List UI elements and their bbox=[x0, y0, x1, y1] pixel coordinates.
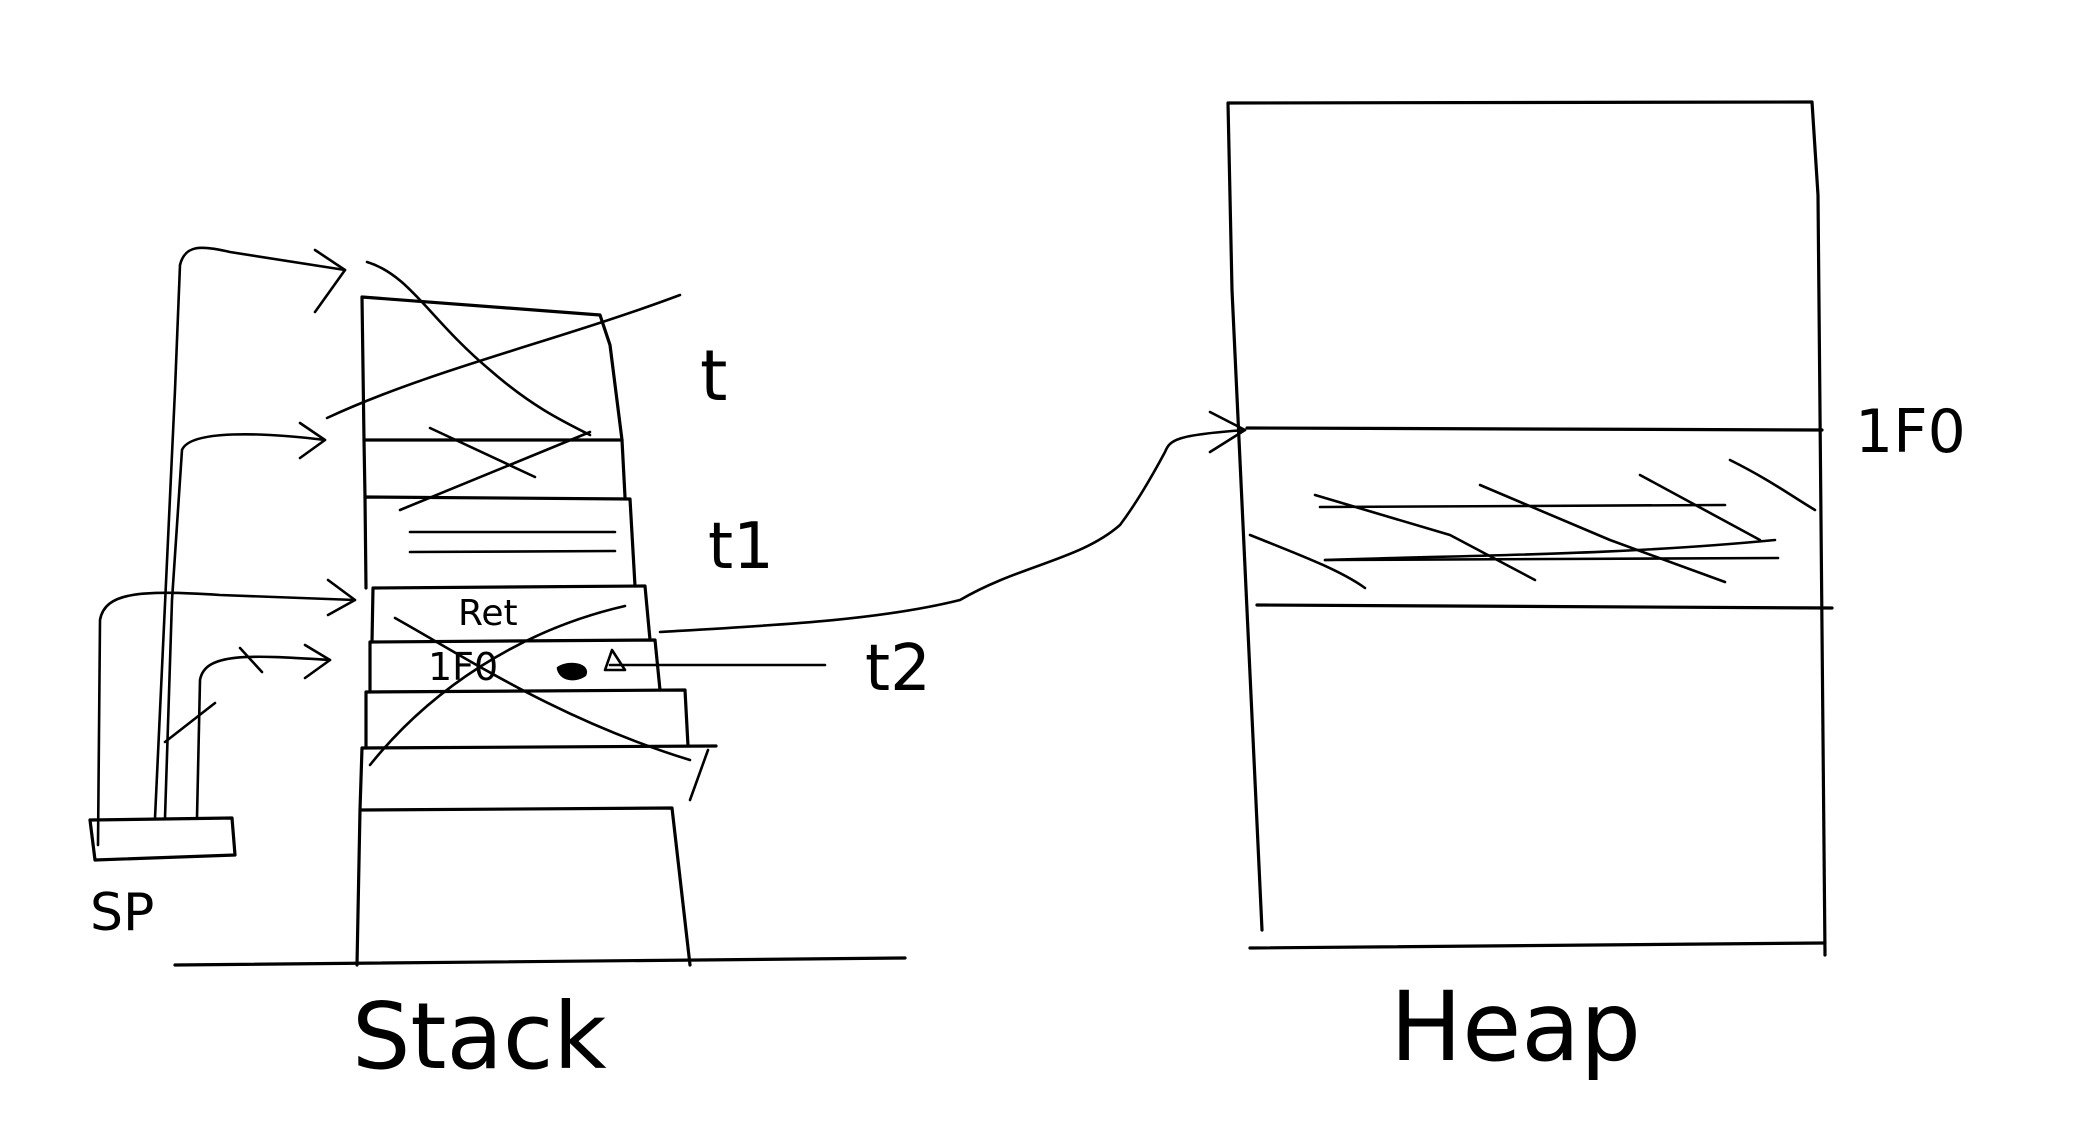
stack-strike bbox=[688, 748, 710, 802]
heap-block-bottom bbox=[1255, 603, 1834, 610]
heap-address-label: 1F0 bbox=[1855, 397, 1966, 467]
stack-block-line bbox=[363, 495, 637, 590]
sp-label: SP bbox=[90, 883, 154, 943]
stack-pointer-dot bbox=[556, 662, 588, 681]
stack-return-label: Ret bbox=[458, 593, 518, 634]
stack-strike bbox=[325, 293, 682, 420]
sp-arrow bbox=[96, 591, 357, 847]
sp-arrow-strike bbox=[163, 701, 217, 744]
stack: Ret 1F0 t t1 t2 Stack bbox=[173, 260, 1247, 1090]
heap-value-line bbox=[1318, 503, 1727, 509]
stack-value-line bbox=[408, 549, 617, 554]
heap-strike bbox=[1638, 473, 1762, 542]
frame-label-t1: t1 bbox=[708, 510, 774, 584]
stack-base-line bbox=[173, 956, 907, 967]
heap-strike bbox=[1248, 533, 1367, 590]
arrow-head-icon bbox=[326, 578, 357, 617]
heap: 1F0 Heap bbox=[1226, 100, 1966, 1083]
stack-pointer-value: 1F0 bbox=[428, 645, 498, 689]
stack-block-line bbox=[370, 584, 652, 644]
stack-block-line bbox=[358, 744, 718, 812]
arrow-head-icon bbox=[1208, 410, 1247, 454]
stack-block-line bbox=[362, 438, 627, 499]
frame-label-t: t bbox=[700, 335, 727, 417]
stack-strike bbox=[398, 430, 592, 512]
stack-to-heap-arrow bbox=[658, 428, 1247, 634]
stack-pointer-line bbox=[603, 648, 627, 672]
arrow-head-icon bbox=[313, 248, 347, 314]
sp-arrow bbox=[163, 433, 327, 820]
sp-arrow bbox=[153, 246, 347, 820]
stack-pointer: SP bbox=[88, 246, 357, 943]
stack-strike bbox=[393, 616, 692, 762]
heap-strike bbox=[1323, 538, 1777, 562]
heap-base-line bbox=[1248, 941, 1827, 950]
heap-strike bbox=[1478, 483, 1727, 584]
stack-title: Stack bbox=[352, 983, 607, 1090]
arrow-head-icon bbox=[303, 643, 332, 680]
stack-bottom-block bbox=[355, 806, 692, 967]
heap-value-line bbox=[1323, 556, 1780, 562]
frame-label-t2: t2 bbox=[865, 632, 931, 706]
stack-strike bbox=[368, 604, 627, 767]
sp-arrow bbox=[195, 655, 332, 820]
heap-outline bbox=[1226, 100, 1827, 957]
stack-strike bbox=[365, 260, 592, 437]
sp-arrow-strike bbox=[238, 646, 264, 674]
arrow-head-icon bbox=[298, 421, 327, 460]
heap-strike bbox=[1313, 493, 1537, 582]
heap-strike bbox=[1728, 458, 1817, 512]
heap-title: Heap bbox=[1390, 971, 1641, 1083]
heap-block-top bbox=[1245, 426, 1824, 432]
sp-box bbox=[88, 816, 237, 862]
stack-strike bbox=[428, 426, 537, 479]
stack-top-block bbox=[360, 295, 624, 442]
